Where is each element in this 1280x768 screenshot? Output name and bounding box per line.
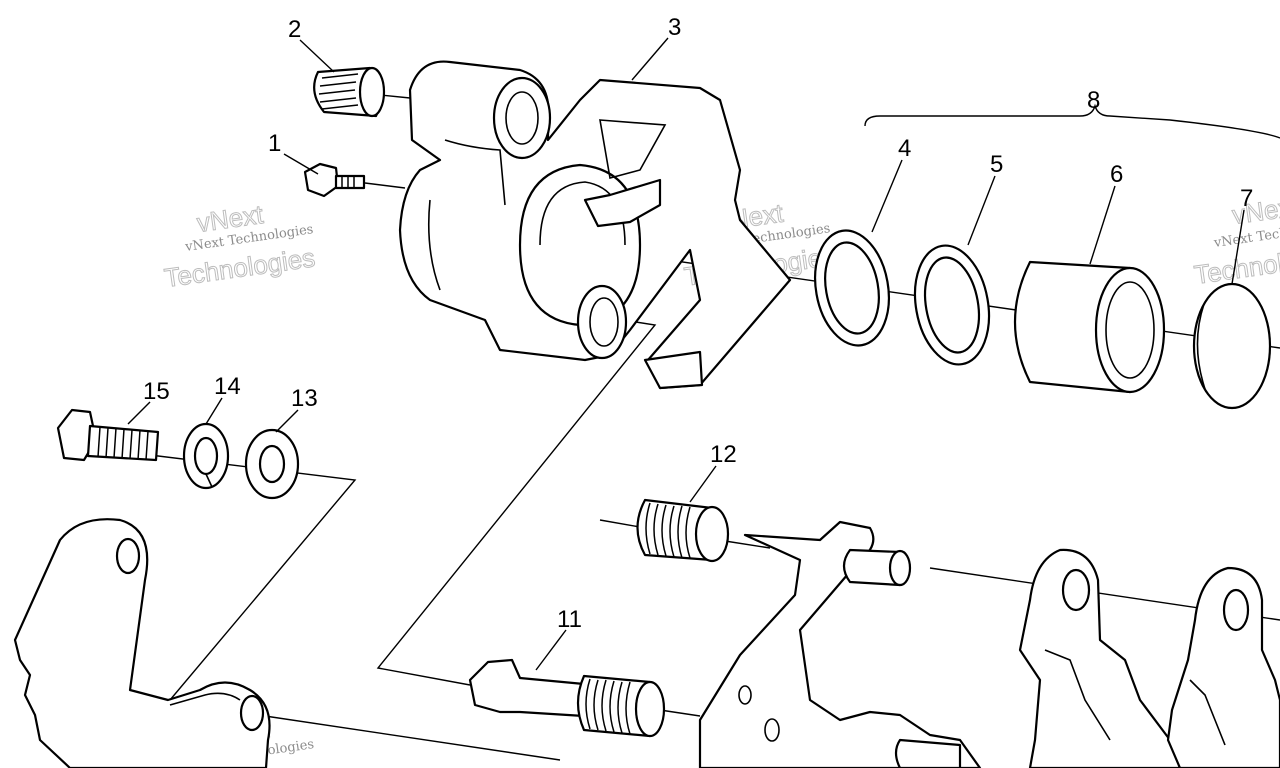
part-bolt xyxy=(56,408,160,462)
leader-line xyxy=(1089,185,1116,265)
mount-hole xyxy=(115,537,141,575)
leader-line xyxy=(127,401,151,425)
leader-line xyxy=(535,629,567,671)
callout-11: 11 xyxy=(557,606,582,633)
part-plug xyxy=(313,66,386,118)
part-window xyxy=(599,119,667,179)
mount-hole xyxy=(1061,568,1091,612)
part-brake-pad-outer xyxy=(1018,548,1182,768)
part-brake-pad-inner xyxy=(1166,566,1280,768)
part-piston xyxy=(1013,260,1166,394)
callout-4: 4 xyxy=(898,135,911,162)
leader-line xyxy=(871,159,903,233)
ring-inner xyxy=(193,436,219,476)
thread-lines xyxy=(585,678,631,735)
split-line xyxy=(205,473,213,488)
callout-labels: 2 1 3 4 5 6 7 8 11 12 13 14 15 xyxy=(143,14,1253,633)
part-face xyxy=(1094,266,1166,394)
part-pad-finger xyxy=(643,350,704,390)
mount-hole xyxy=(1222,588,1250,632)
part-mounting-bracket xyxy=(13,518,271,768)
part-ridge xyxy=(427,199,441,291)
callout-7: 7 xyxy=(1240,185,1253,212)
part-pin xyxy=(468,658,586,718)
part-slide-pin xyxy=(468,658,666,738)
part-lower-bore-inner xyxy=(589,297,619,347)
callout-12: 12 xyxy=(710,441,737,468)
part-pad-finger xyxy=(583,178,662,228)
callout-3: 3 xyxy=(668,14,681,41)
part-pin-holder xyxy=(698,520,982,768)
part-edge xyxy=(1189,679,1226,746)
ring-inner xyxy=(923,256,981,354)
ring-inner xyxy=(258,444,286,484)
callout-15: 15 xyxy=(143,378,170,405)
mount-hole xyxy=(764,718,780,742)
axis-line xyxy=(599,519,641,528)
part-flat-washer xyxy=(244,428,300,500)
thread-lines xyxy=(341,176,355,188)
callout-5: 5 xyxy=(990,151,1003,178)
leader-line xyxy=(299,39,335,73)
part-pin-stub xyxy=(842,548,902,587)
part-edge xyxy=(169,692,241,706)
thread-lines xyxy=(645,502,691,559)
leader-lines xyxy=(127,37,1245,671)
axis-line xyxy=(149,454,357,701)
part-outline xyxy=(13,518,271,768)
axis-line xyxy=(364,182,406,189)
axis-line xyxy=(264,715,561,761)
part-edge xyxy=(1044,649,1111,741)
watermark-top-left: vNext vNext Technologies Technologies xyxy=(162,198,317,293)
axis-line xyxy=(659,709,701,717)
part-outline xyxy=(698,520,982,768)
part-bore-inner xyxy=(505,91,539,145)
part-edge xyxy=(1196,303,1207,393)
callout-6: 6 xyxy=(1110,161,1123,188)
leader-line xyxy=(1231,209,1245,285)
part-face-inner xyxy=(1105,281,1155,379)
callout-8: 8 xyxy=(1087,87,1100,114)
watermark-text: vNext xyxy=(1230,191,1280,230)
axis-line xyxy=(379,94,411,99)
leader-line xyxy=(689,465,717,503)
part-bushing xyxy=(636,498,730,563)
callout-2: 2 xyxy=(288,16,301,43)
callout-1: 1 xyxy=(268,130,281,157)
part-caliper-body xyxy=(398,60,792,390)
leader-line xyxy=(967,175,996,246)
mount-hole xyxy=(738,685,752,705)
part-cap xyxy=(1192,282,1272,410)
part-bleeder-screw xyxy=(303,162,366,198)
callout-14: 14 xyxy=(214,373,241,400)
part-face xyxy=(358,66,386,118)
part-outline xyxy=(1018,548,1182,768)
thread-lines xyxy=(318,73,359,110)
callout-13: 13 xyxy=(291,385,318,412)
watermark-top-right: vNext vNext Technologies Technologies xyxy=(1192,190,1280,290)
group-bracket xyxy=(864,103,1280,139)
part-seal-ring xyxy=(814,229,890,347)
part-lock-washer xyxy=(182,422,230,490)
axis-line xyxy=(724,540,771,549)
part-shaft xyxy=(334,174,366,190)
mount-hole xyxy=(239,694,265,732)
part-pin-stub xyxy=(894,738,962,768)
leader-line xyxy=(275,409,299,433)
part-pin-face xyxy=(888,549,912,587)
thread-lines xyxy=(97,426,149,461)
leader-line xyxy=(283,153,319,175)
leader-line xyxy=(631,37,669,81)
part-outline xyxy=(1166,566,1280,768)
leader-line xyxy=(205,397,223,425)
part-ridge xyxy=(444,139,506,206)
part-dust-seal xyxy=(913,244,991,366)
part-face xyxy=(694,505,730,563)
ring-inner xyxy=(824,241,880,335)
axis-line xyxy=(376,317,657,686)
part-bore xyxy=(492,76,552,160)
part-face xyxy=(634,680,666,738)
